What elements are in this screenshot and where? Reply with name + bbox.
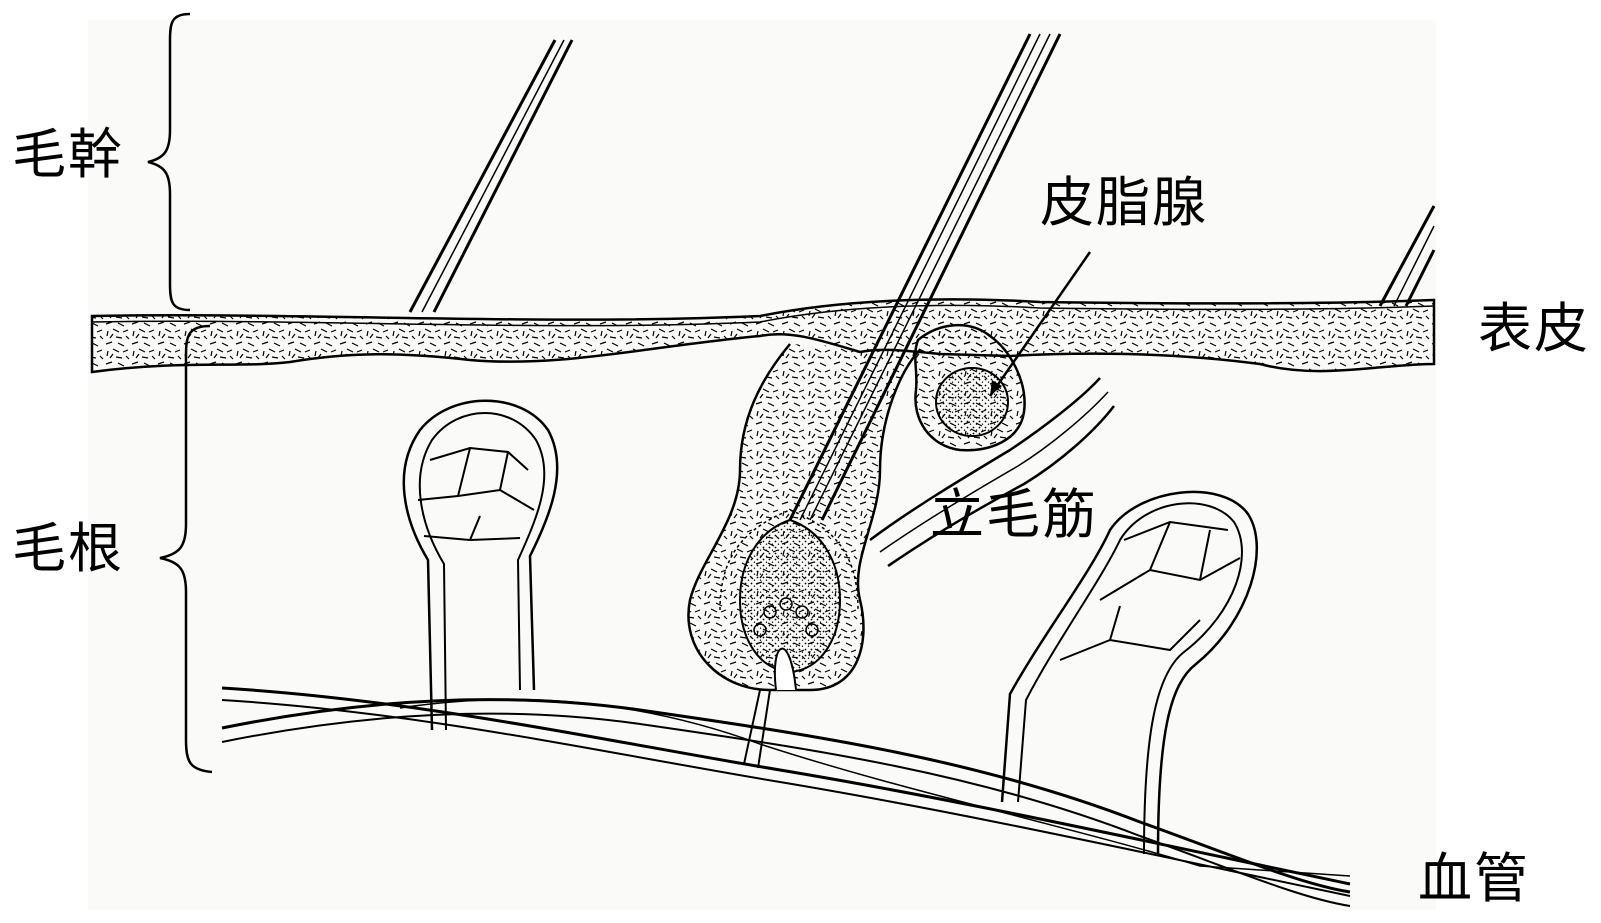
label-blood-vessel: 血管 xyxy=(1418,852,1530,906)
label-sebaceous-gland: 皮脂腺 xyxy=(1040,176,1208,230)
label-arrector-pili: 立毛筋 xyxy=(930,488,1098,542)
label-epidermis: 表皮 xyxy=(1478,302,1590,356)
label-hair-root: 毛根 xyxy=(12,522,124,576)
label-hair-shaft: 毛幹 xyxy=(12,128,124,182)
